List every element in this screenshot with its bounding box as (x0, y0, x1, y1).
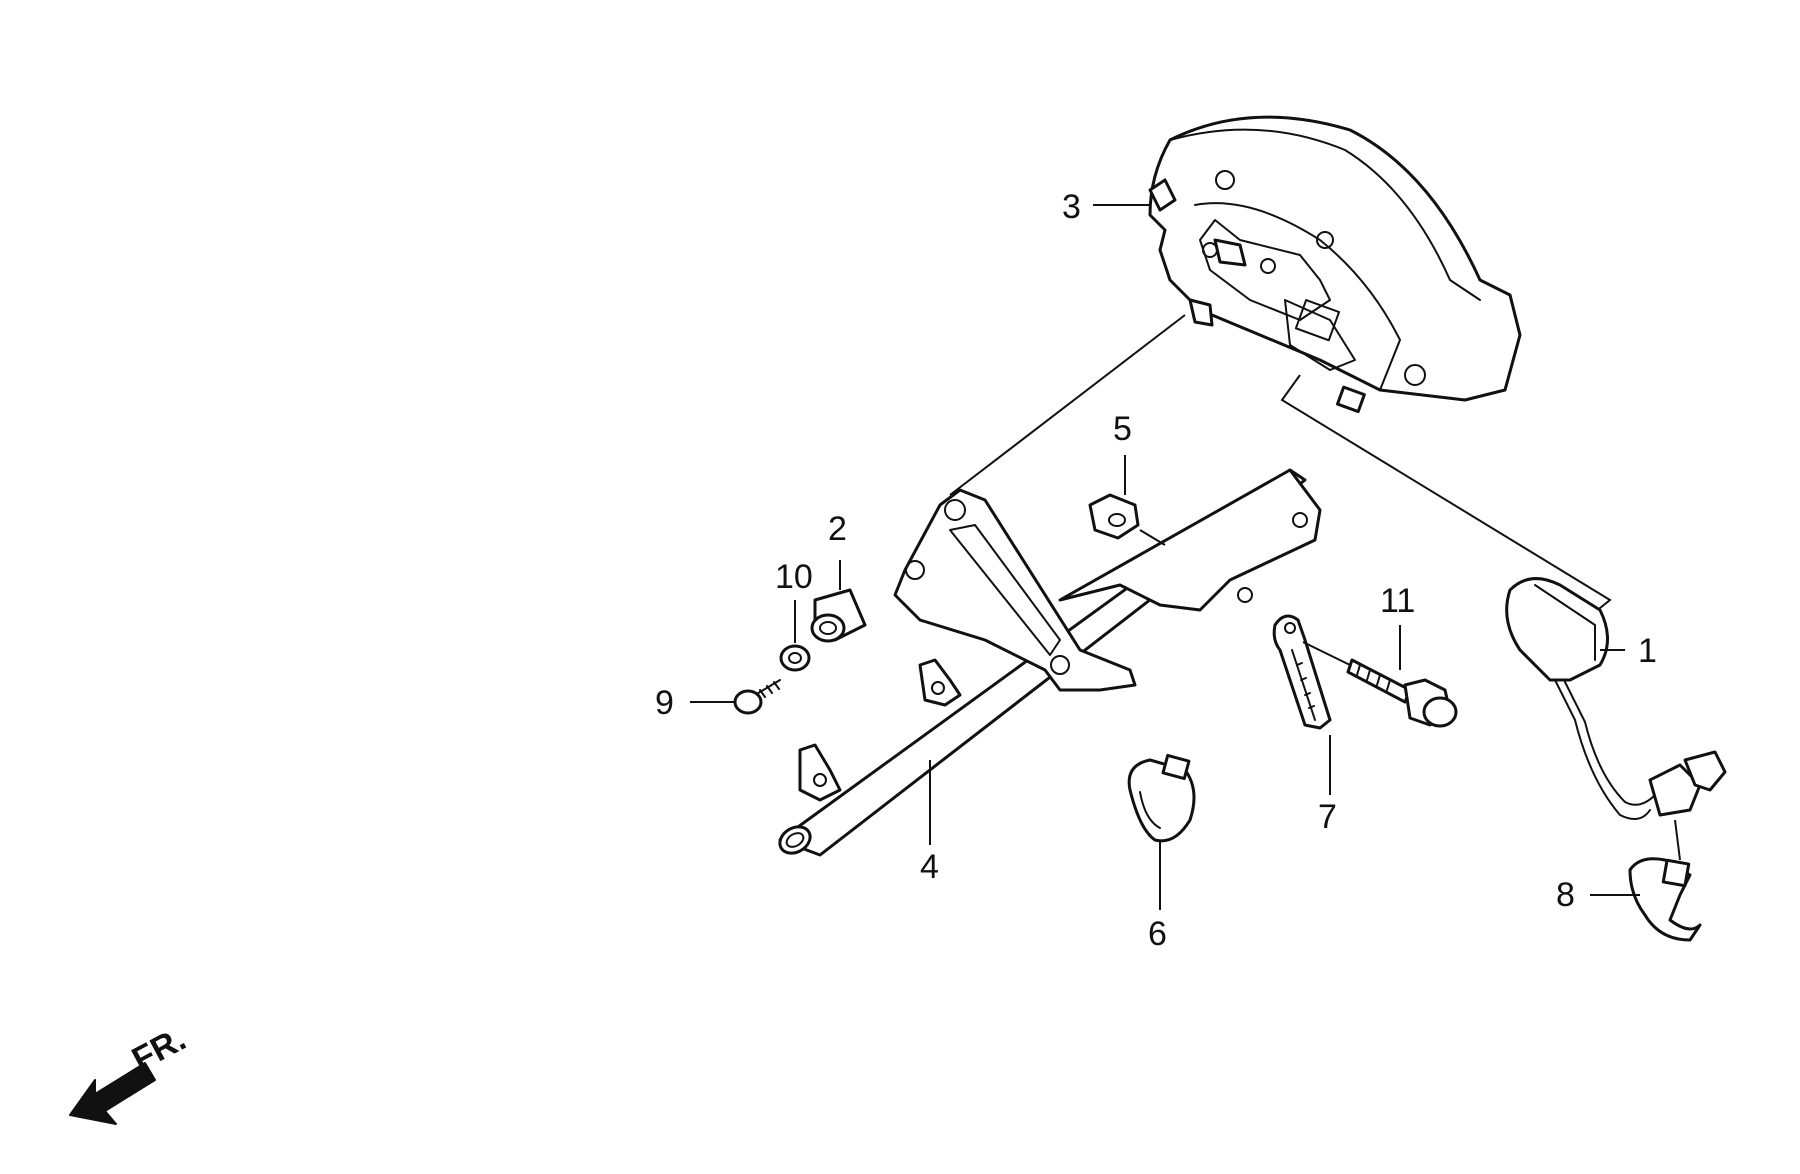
wire-band (1127, 753, 1196, 843)
flange-nut (1088, 493, 1166, 546)
callout-1: 1 (1638, 632, 1657, 670)
callout-7: 7 (1318, 798, 1337, 836)
callout-11: 11 (1380, 582, 1415, 620)
sensor-harness (1505, 577, 1727, 820)
tapping-screw (733, 679, 781, 715)
callout-3: 3 (1062, 188, 1081, 226)
callout-2: 2 (828, 510, 847, 548)
grommet (810, 588, 867, 643)
meter-to-harness-line (1280, 374, 1612, 613)
flange-bolt (1302, 641, 1458, 728)
meter-stay (778, 468, 1322, 857)
meter-assembly (1148, 115, 1522, 414)
callout-10: 10 (775, 558, 813, 596)
callout-4: 4 (920, 848, 939, 886)
callout-5: 5 (1113, 410, 1132, 448)
callout-8: 8 (1556, 876, 1575, 914)
leader-8b (1674, 819, 1681, 861)
callout-6: 6 (1148, 915, 1167, 953)
washer (779, 644, 811, 672)
front-arrow-icon (69, 1062, 156, 1125)
callout-9: 9 (655, 684, 674, 722)
meter-to-bracket-line (949, 314, 1186, 496)
harness-clamp (1628, 857, 1702, 942)
front-direction-indicator: FR. (69, 1020, 192, 1125)
band-clip (1272, 614, 1332, 730)
